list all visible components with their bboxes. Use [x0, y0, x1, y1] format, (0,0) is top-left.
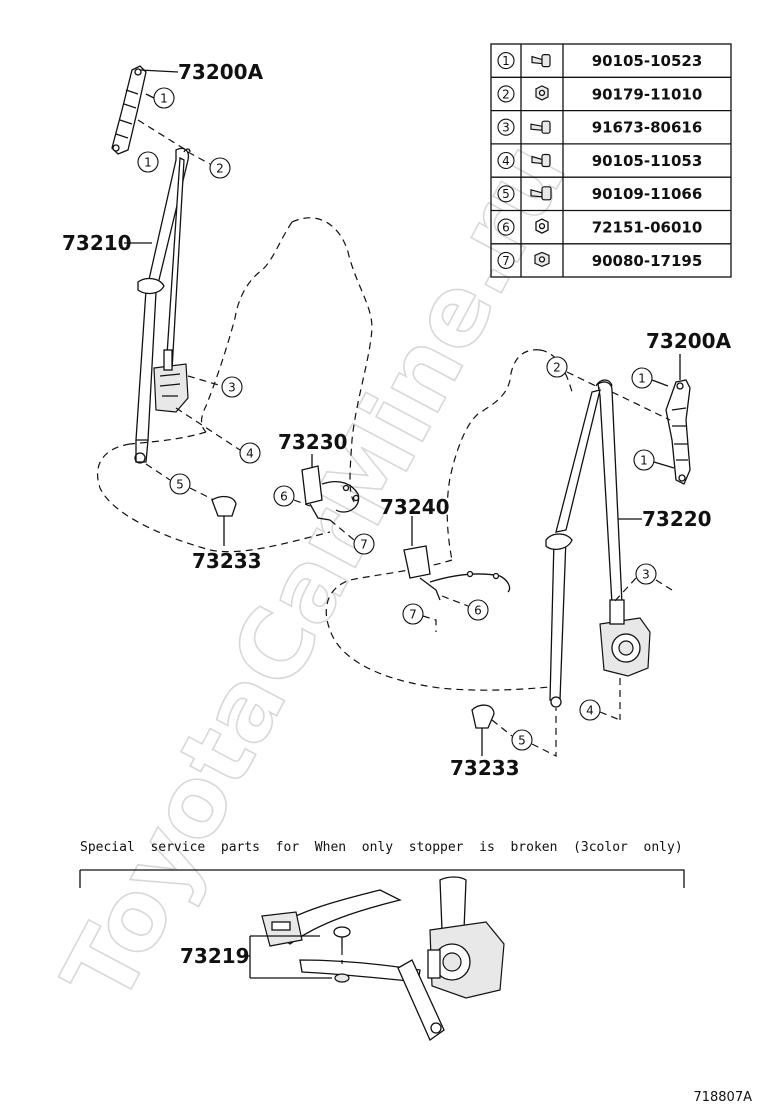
svg-text:2: 2 — [553, 361, 561, 375]
parts-table-row: 6 72151-06010 — [497, 218, 703, 237]
label-belt-left: 73210 — [62, 231, 132, 255]
svg-text:3: 3 — [228, 381, 236, 395]
svg-text:5: 5 — [518, 734, 526, 748]
row-callout: 7 — [502, 254, 510, 268]
label-anchor-left: 73200A — [178, 60, 264, 84]
nut-icon — [535, 218, 549, 234]
callout-2: 2 — [209, 157, 231, 179]
svg-text:1: 1 — [640, 454, 648, 468]
callout-6: 6 — [273, 485, 295, 507]
callout-r1b: 1 — [633, 449, 655, 471]
row-part-number: 90105-11053 — [592, 152, 703, 170]
callout-3: 3 — [221, 376, 243, 398]
right-buckle — [403, 545, 511, 601]
label-anchor-right: 73200A — [646, 329, 732, 353]
parts-table: 1 90105-10523 2 90179-11010 3 — [490, 43, 732, 278]
svg-text:7: 7 — [409, 608, 417, 622]
right-seat-belt — [545, 379, 651, 708]
parts-table-row: 5 90109-11066 — [497, 185, 703, 203]
left-anchor-cover — [211, 495, 237, 517]
bolt-icon — [531, 153, 551, 168]
row-callout: 2 — [502, 87, 510, 101]
parts-table-row: 3 91673-80616 — [497, 119, 703, 137]
parts-table-border — [490, 43, 732, 278]
left-buckle — [301, 465, 360, 521]
nut-icon — [535, 85, 549, 101]
svg-text:1: 1 — [160, 92, 168, 106]
svg-text:6: 6 — [474, 604, 482, 618]
bolt-icon — [531, 53, 551, 68]
callout-r1a: 1 — [631, 367, 653, 389]
stopper-leader — [244, 935, 332, 979]
svg-text:1: 1 — [638, 372, 646, 386]
left-seat-belt — [134, 147, 191, 464]
svg-text:6: 6 — [280, 490, 288, 504]
note-bracket — [79, 869, 685, 888]
nut-icon — [534, 251, 550, 268]
callout-r4: 4 — [579, 699, 601, 721]
parts-table-row: 2 90179-11010 — [497, 85, 703, 103]
label-cover-left: 73233 — [192, 549, 262, 573]
row-part-number: 90080-17195 — [592, 252, 703, 270]
row-callout: 5 — [502, 187, 510, 201]
label-buckle-left: 73230 — [278, 430, 348, 454]
row-part-number: 90109-11066 — [592, 185, 703, 203]
left-anchor-bracket — [111, 65, 179, 155]
callout-r7: 7 — [402, 603, 424, 625]
svg-text:7: 7 — [360, 538, 368, 552]
figure-reference: 718807A — [693, 1090, 752, 1105]
callout-5: 5 — [169, 473, 191, 495]
row-part-number: 90179-11010 — [592, 85, 703, 103]
parts-table-row: 7 90080-17195 — [497, 251, 703, 270]
row-callout: 6 — [502, 221, 510, 235]
row-part-number: 90105-10523 — [592, 52, 703, 70]
row-callout: 4 — [502, 154, 510, 168]
special-service-note: Special service parts for When only stop… — [80, 840, 683, 855]
row-callout: 3 — [502, 121, 510, 135]
callout-r6: 6 — [467, 599, 489, 621]
callout-r3: 3 — [635, 563, 657, 585]
left-seat-outline — [96, 217, 373, 553]
callout-7: 7 — [353, 533, 375, 555]
bolt-icon — [530, 186, 552, 201]
right-anchor-bracket — [665, 354, 691, 485]
svg-text:4: 4 — [246, 447, 254, 461]
label-buckle-right: 73240 — [380, 495, 450, 519]
right-anchor-cover — [471, 704, 495, 729]
callout-1b: 1 — [137, 151, 159, 173]
callout-1a: 1 — [153, 87, 175, 109]
label-stopper: 73219 — [180, 944, 250, 968]
callout-r2: 2 — [546, 356, 568, 378]
label-belt-right: 73220 — [642, 507, 712, 531]
callout-4: 4 — [239, 442, 261, 464]
svg-text:5: 5 — [176, 478, 184, 492]
svg-text:1: 1 — [144, 156, 152, 170]
svg-text:2: 2 — [216, 162, 224, 176]
row-part-number: 91673-80616 — [592, 119, 703, 137]
row-callout: 1 — [502, 54, 510, 68]
stopper-detail-illustration — [261, 876, 505, 1041]
row-part-number: 72151-06010 — [592, 219, 703, 237]
parts-table-row: 4 90105-11053 — [497, 152, 703, 170]
callout-r5: 5 — [511, 729, 533, 751]
bolt-icon — [530, 120, 551, 134]
parts-table-row: 1 90105-10523 — [497, 52, 703, 70]
label-cover-right: 73233 — [450, 756, 520, 780]
svg-text:3: 3 — [642, 568, 650, 582]
svg-text:4: 4 — [586, 704, 594, 718]
